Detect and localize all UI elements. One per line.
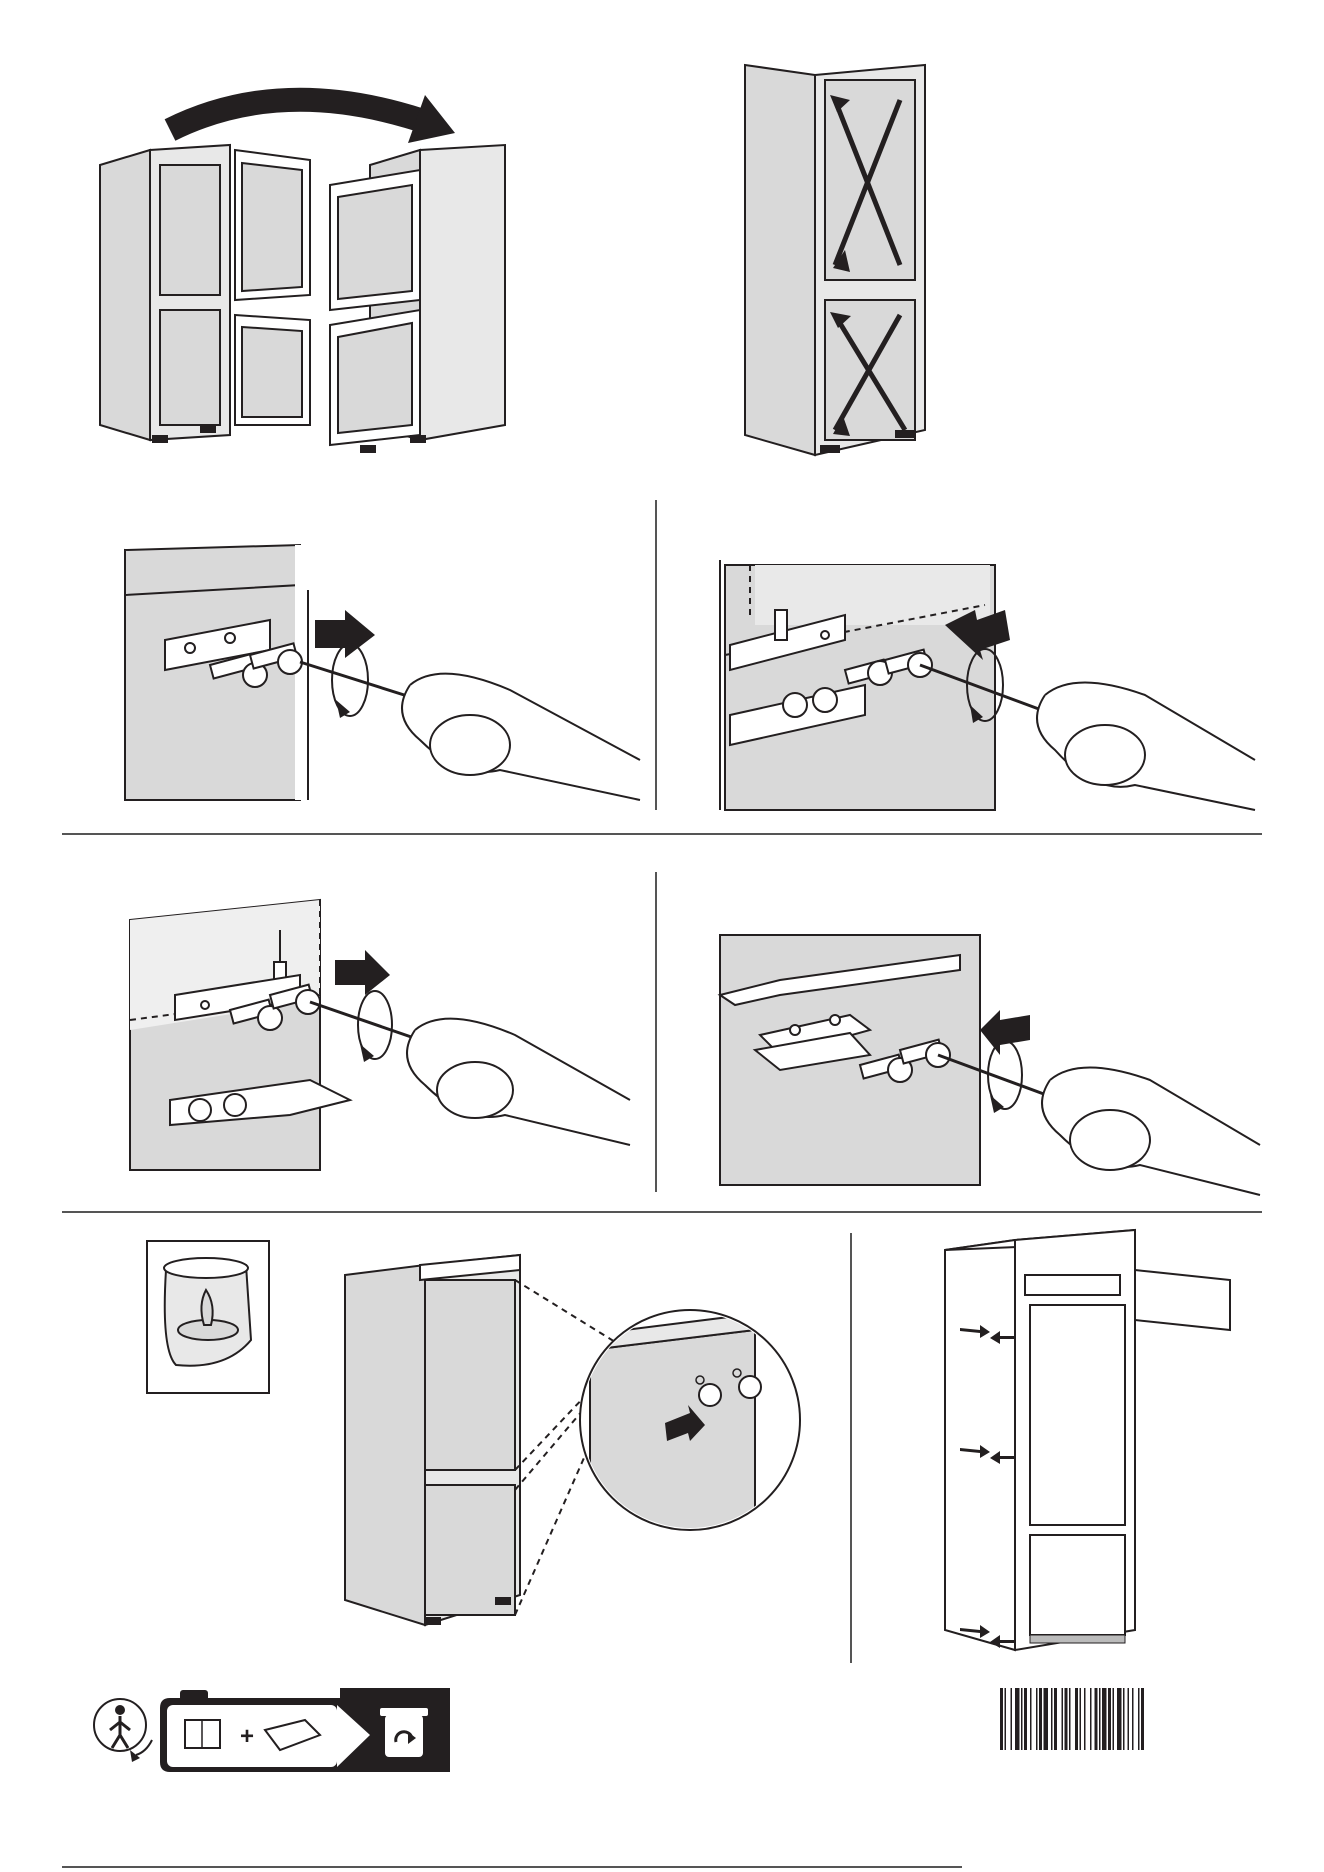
barcode-bar [1021,1688,1023,1750]
cabinet-gap-arrows-icon [945,1230,1235,1660]
remove-bottom-hinge-figure [130,900,630,1180]
recycle-bin-icon [385,1715,423,1757]
cover-cap-detail-icon [345,1255,825,1635]
plus-icon: + [240,1723,254,1750]
barcode-bar [1132,1688,1134,1750]
barcode-bar [1030,1688,1032,1750]
barcode-bar [1024,1688,1027,1750]
triman-icon: + [90,1680,450,1780]
barcode-bar [1117,1688,1122,1750]
footer-rule [62,1866,962,1868]
screwdriver-unscrew-icon [120,540,640,810]
barcode-bar [1099,1688,1101,1750]
barcode-bar [1141,1688,1144,1750]
barcode-bar [1075,1688,1078,1750]
barcode [1000,1688,1230,1750]
barcode-bar [1011,1688,1013,1750]
barcode-bar [1044,1688,1049,1750]
door-diagonal-check-figure [735,50,965,470]
barcode-bar [1084,1688,1086,1750]
divider-vertical-row3 [655,872,657,1192]
spare-parts-bag-figure [146,1240,270,1394]
fit-top-hinge-figure [715,555,1255,825]
barcode-bar [1015,1688,1020,1750]
barcode-bar [1036,1688,1038,1750]
barcode-bar [1065,1688,1068,1750]
barcode-bar [1062,1688,1064,1750]
screwdriver-screw-icon [720,935,1260,1205]
door-reversal-figure [90,95,530,455]
barcode-bar [1128,1688,1130,1750]
divider-horizontal-2 [62,1211,1262,1213]
barcode-bar [1069,1688,1071,1750]
divider-horizontal-1 [62,833,1262,835]
barcode-bar [1095,1688,1098,1750]
remove-top-hinge-figure [120,540,640,810]
barcode-icon [1000,1688,1230,1750]
barcode-bar [1051,1688,1053,1750]
barcode-bar [1005,1688,1007,1750]
barcode-bar [1090,1688,1092,1750]
barcode-bar [1102,1688,1107,1750]
barcode-bar [1054,1688,1057,1750]
parts-bag-icon [146,1240,270,1394]
fit-bottom-hinge-figure [720,935,1260,1205]
fridge-diagonal-arrows-icon [735,50,965,470]
fit-cover-caps-figure [345,1255,825,1635]
barcode-bar [1039,1688,1042,1750]
barcode-bar [1108,1688,1111,1750]
screwdriver-unscrew-icon [130,900,630,1180]
barcode-bar [1138,1688,1140,1750]
barcode-bar [1123,1688,1125,1750]
recycling-info: + [90,1680,450,1780]
barcode-bar [1080,1688,1082,1750]
divider-vertical-row4 [850,1233,852,1663]
fridge-door-reversal-icon [90,95,530,455]
barcode-bar [1000,1688,1003,1750]
cabinet-gap-check-figure [945,1230,1235,1660]
barcode-bar [1113,1688,1115,1750]
screwdriver-screw-icon [715,555,1255,825]
divider-vertical-row2 [655,500,657,810]
